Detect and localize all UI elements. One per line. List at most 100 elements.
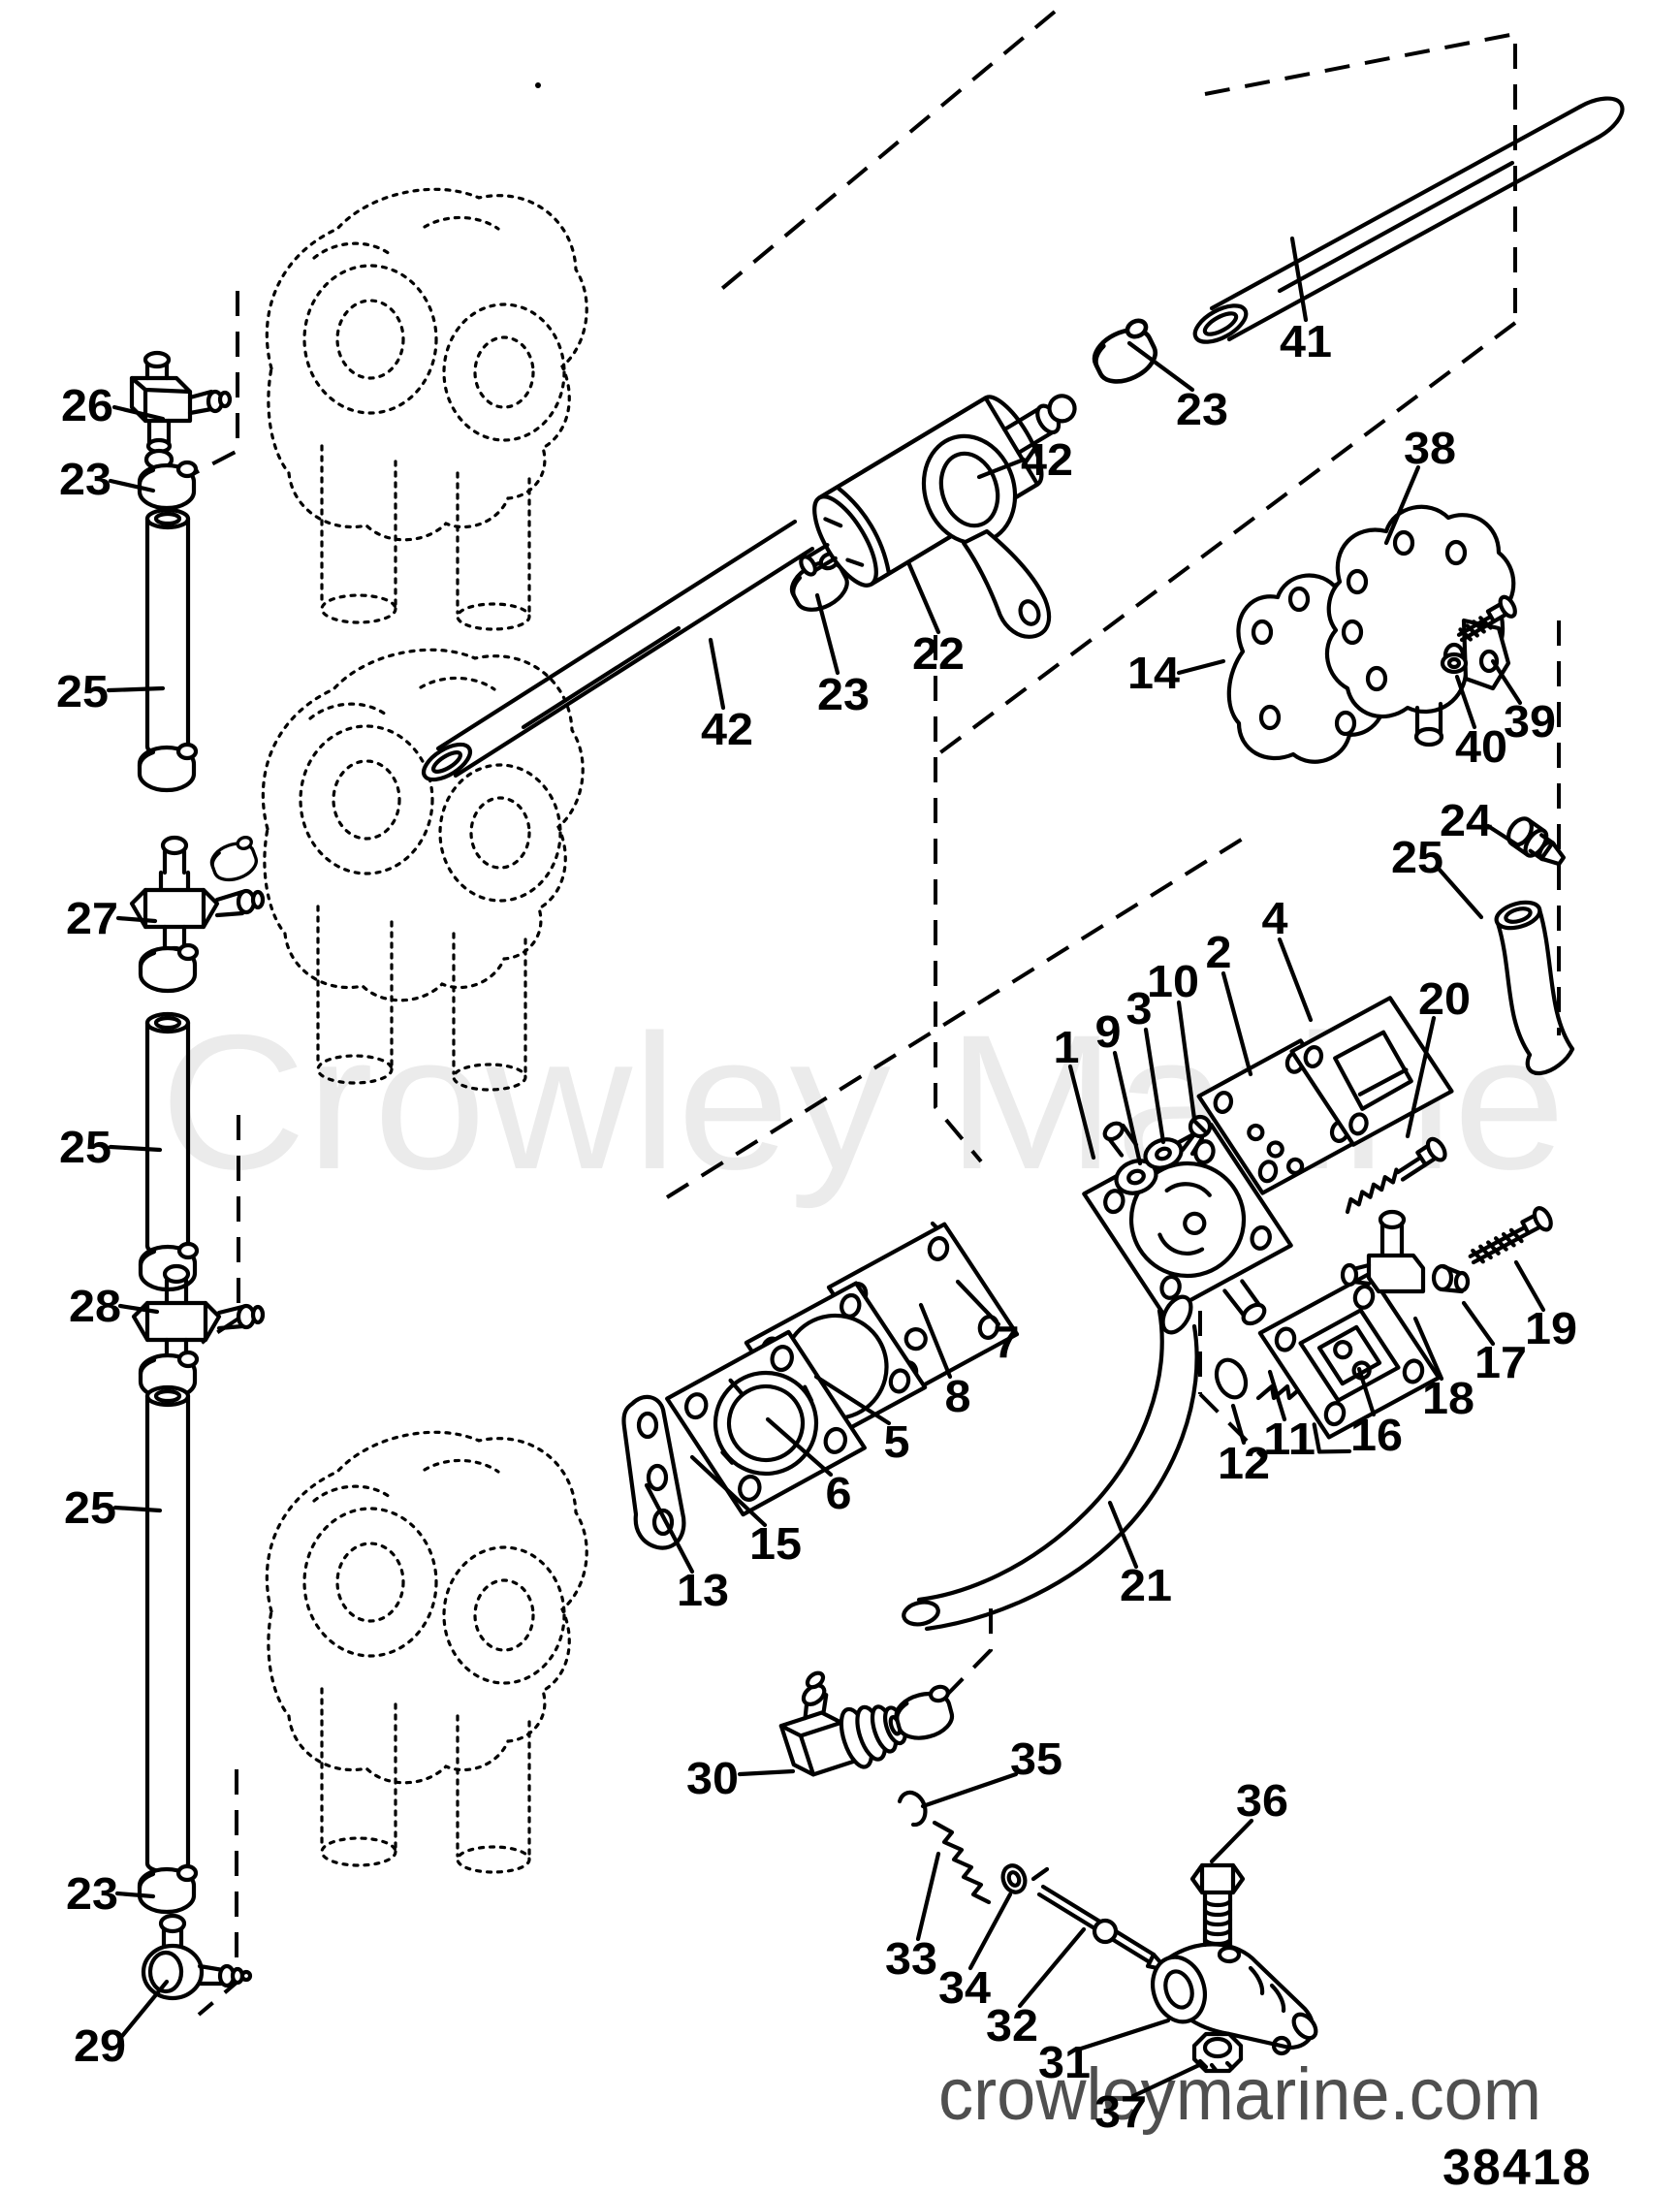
callout-leader-10-25 xyxy=(1176,1000,1197,1122)
callout-12-34: 12 xyxy=(1218,1438,1270,1488)
screw-19 xyxy=(1468,1206,1553,1265)
screw-10 xyxy=(1180,1114,1213,1157)
callout-leader-23-7 xyxy=(114,1891,156,1899)
callout-16-36: 16 xyxy=(1350,1410,1403,1460)
callout-leader-13-33 xyxy=(644,1482,695,1574)
callout-leader-28-5 xyxy=(117,1303,160,1315)
clamp-23-top-right xyxy=(1087,318,1164,390)
pump-base-16 xyxy=(1257,1271,1442,1454)
callout-leader-31-46 xyxy=(1075,2018,1171,2052)
callout-30-41: 30 xyxy=(686,1753,739,1803)
tube-42 xyxy=(421,519,815,782)
callout-42-12: 42 xyxy=(1021,434,1073,485)
callout-7-28: 7 xyxy=(994,1317,1020,1367)
pump-housing-31 xyxy=(1151,1942,1318,2056)
callout-layer: 2623252725282523292223424223413814394024… xyxy=(56,236,1577,2137)
check-valve-cap-12 xyxy=(1214,1357,1249,1400)
callout-18-37: 18 xyxy=(1422,1373,1474,1423)
callout-leader-5-30 xyxy=(813,1374,892,1426)
drawing-number: 38418 xyxy=(1442,2140,1593,2194)
callout-27-3: 27 xyxy=(66,893,118,943)
callout-leader-25-2 xyxy=(106,685,166,693)
callout-17-38: 17 xyxy=(1474,1337,1527,1387)
callout-leader-20-21 xyxy=(1405,1015,1437,1139)
callout-33-43: 33 xyxy=(885,1933,937,1984)
clamp-23-c xyxy=(141,945,197,991)
clamp-23-connector xyxy=(892,1685,958,1743)
callout-leader-23-10 xyxy=(814,592,840,676)
callout-23-1: 23 xyxy=(59,454,111,504)
callout-leader-30-41 xyxy=(737,1768,796,1777)
callout-leader-9-23 xyxy=(1112,1050,1143,1166)
callout-leader-8-29 xyxy=(918,1302,953,1380)
callout-21-40: 21 xyxy=(1120,1560,1172,1610)
tube-41 xyxy=(1192,96,1625,344)
callout-3-24: 3 xyxy=(1126,983,1153,1033)
callout-leader-3-24 xyxy=(1143,1027,1166,1145)
fitting-24 xyxy=(1506,816,1566,867)
callout-6-31: 6 xyxy=(826,1468,852,1518)
callout-leader-26-0 xyxy=(111,404,166,422)
fuel-line-25-c xyxy=(144,1384,191,1875)
callout-15-32: 15 xyxy=(749,1518,802,1569)
pin-32 xyxy=(1030,1866,1170,1973)
callout-leader-18-37 xyxy=(1412,1316,1444,1382)
fuel-hose-25-right xyxy=(1494,900,1575,1076)
callout-37-48: 37 xyxy=(1094,2086,1147,2137)
callout-25-4: 25 xyxy=(59,1122,111,1172)
callout-leader-41-14 xyxy=(1289,236,1309,323)
callout-leader-11-35 xyxy=(1267,1369,1287,1422)
callout-leader-15-32 xyxy=(689,1454,768,1528)
washer-40 xyxy=(1440,652,1469,675)
callout-41-14: 41 xyxy=(1280,316,1332,366)
callout-leader-7-28 xyxy=(955,1279,1001,1327)
filter-mount-42 xyxy=(921,433,1052,639)
clamp-23-b xyxy=(140,745,196,790)
callout-25-6: 25 xyxy=(64,1482,116,1533)
nut-37 xyxy=(1191,2031,1244,2074)
callout-25-2: 25 xyxy=(56,666,109,716)
fuel-line-25-a xyxy=(144,507,191,758)
callout-42-11: 42 xyxy=(701,704,753,754)
callout-leader-25-20 xyxy=(1436,866,1484,920)
spring-33 xyxy=(932,1820,992,1905)
callout-32-45: 32 xyxy=(986,2000,1038,2051)
callout-26-0: 26 xyxy=(61,380,113,430)
callout-leader-40-18 xyxy=(1454,674,1477,730)
callout-leader-25-4 xyxy=(108,1144,163,1153)
callout-leader-24-19 xyxy=(1485,823,1521,848)
callout-leader-17-38 xyxy=(1461,1300,1496,1347)
callout-leader-14-16 xyxy=(1176,658,1226,676)
callout-34-44: 34 xyxy=(938,1962,991,2013)
callout-leader-23-1 xyxy=(108,478,156,493)
callout-23-10: 23 xyxy=(817,669,870,719)
callout-4-27: 4 xyxy=(1262,893,1288,943)
callout-leader-27-3 xyxy=(115,915,158,924)
callout-leader-33-43 xyxy=(915,1851,941,1942)
callout-leader-6-31 xyxy=(765,1416,834,1478)
callout-leader-1-22 xyxy=(1067,1064,1096,1161)
callout-1-22: 1 xyxy=(1054,1022,1080,1072)
callout-13-33: 13 xyxy=(677,1565,729,1615)
callout-8-29: 8 xyxy=(945,1371,971,1421)
elbow-fitting-18 xyxy=(1340,1209,1426,1294)
callout-leader-12-34 xyxy=(1230,1403,1247,1446)
callout-leader-38-15 xyxy=(1383,464,1421,546)
washer-9 xyxy=(1114,1159,1158,1195)
callout-14-16: 14 xyxy=(1127,648,1180,698)
o-ring-34 xyxy=(1000,1863,1028,1894)
clamp-23-f xyxy=(140,1866,196,1912)
callout-leader-42-11 xyxy=(708,637,726,711)
callout-leader-39-17 xyxy=(1490,658,1523,706)
callout-36-47: 36 xyxy=(1236,1775,1288,1826)
callout-28-5: 28 xyxy=(69,1281,121,1331)
callout-38-15: 38 xyxy=(1404,423,1456,473)
callout-9-23: 9 xyxy=(1095,1006,1122,1057)
callout-35-42: 35 xyxy=(1010,1733,1062,1784)
carburetor-bottom xyxy=(265,1430,588,1874)
fuel-hose-21 xyxy=(902,1294,1199,1632)
elbow-fitting-29 xyxy=(141,1913,253,2001)
callout-leader-34-44 xyxy=(967,1892,1013,1971)
callout-40-18: 40 xyxy=(1455,721,1507,772)
callout-leader-23-13 xyxy=(1126,340,1195,393)
